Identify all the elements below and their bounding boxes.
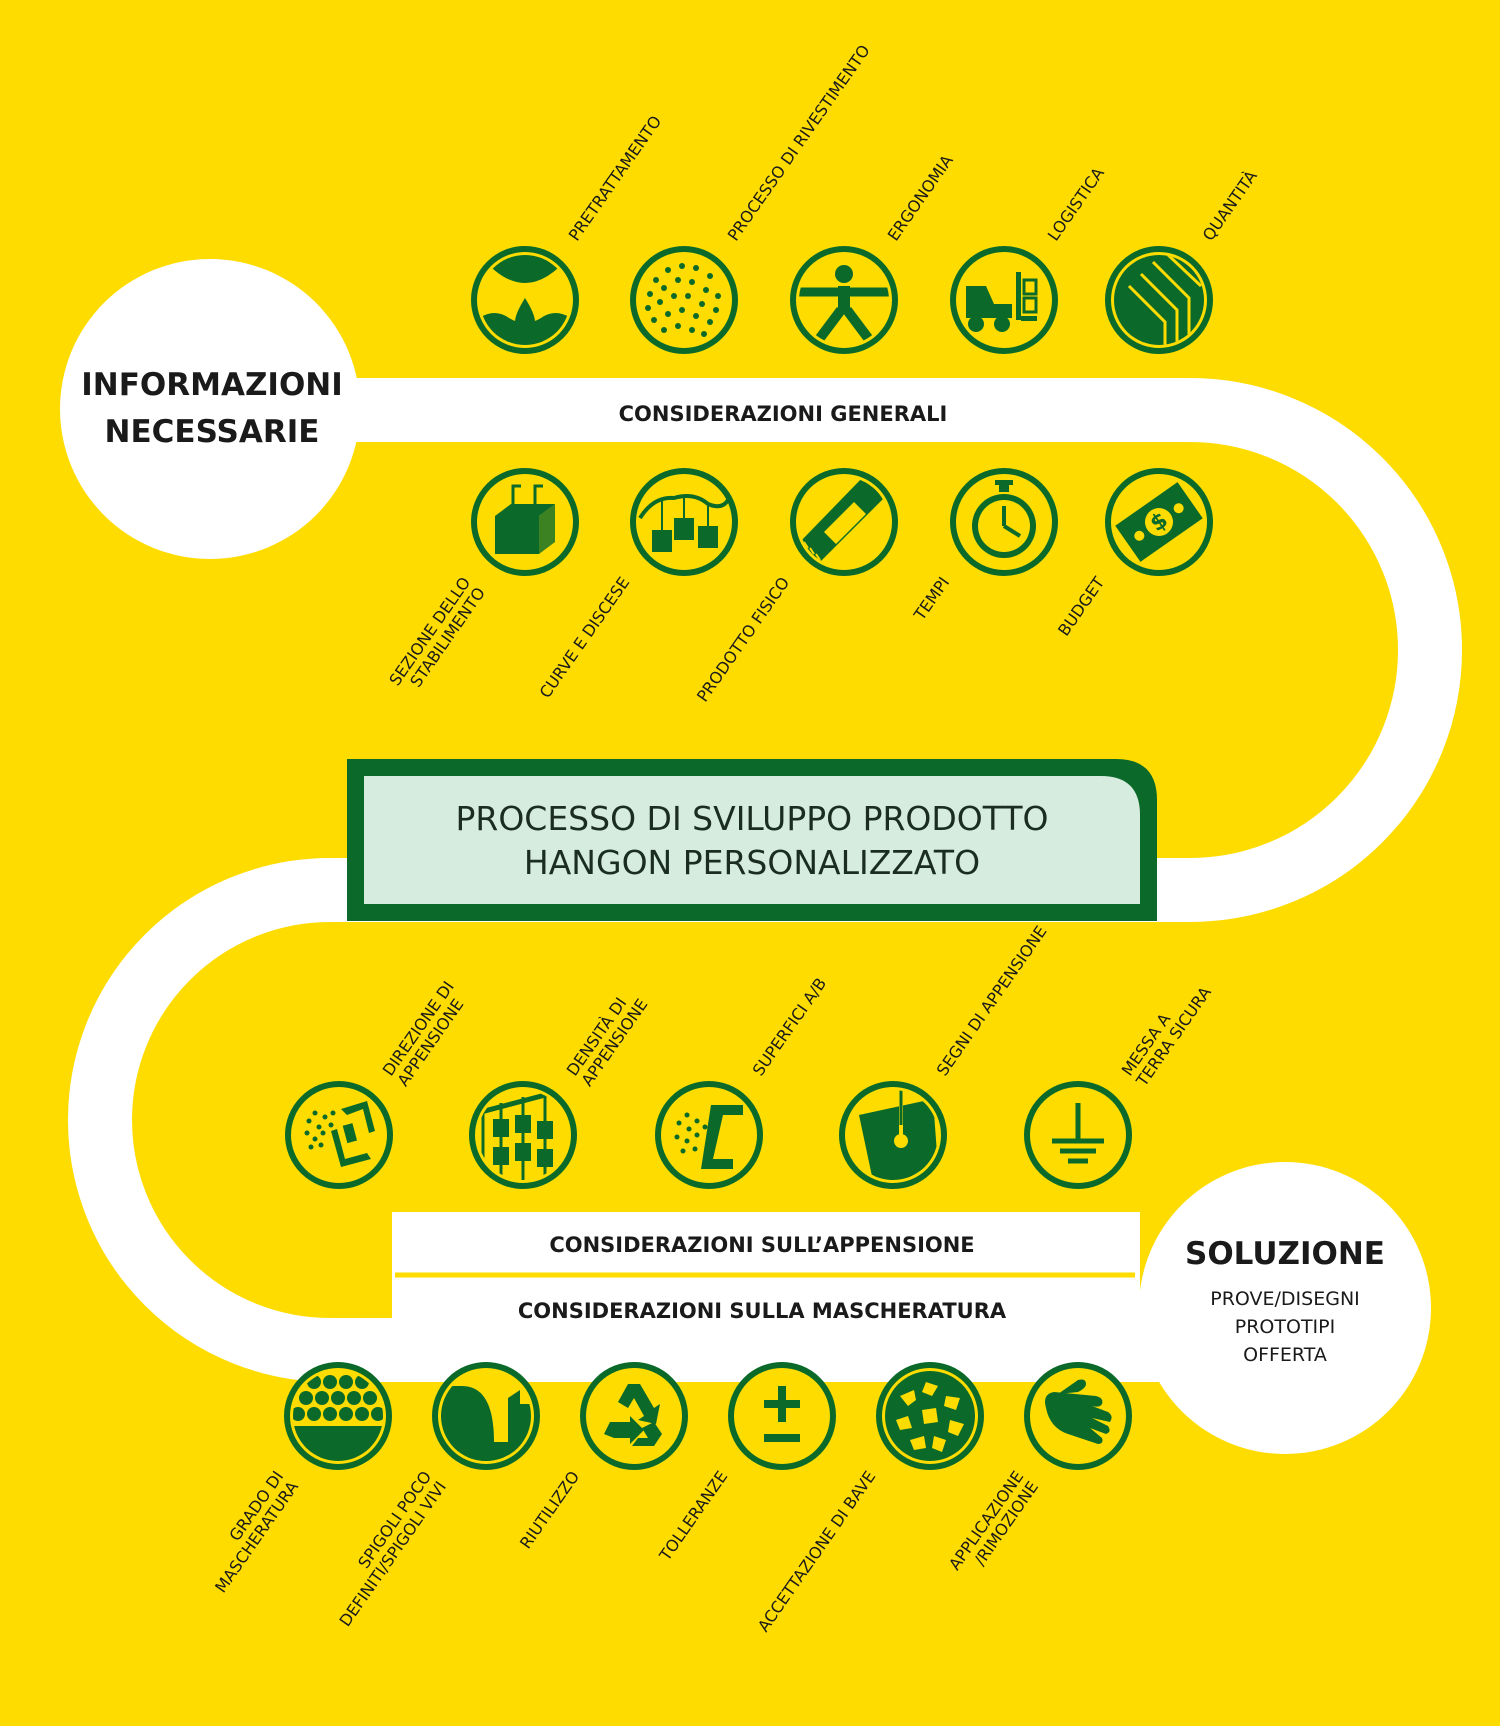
solution-item: PROVE/DISEGNI [1210, 1288, 1360, 1310]
general-bottom-label: BUDGET [1054, 573, 1108, 639]
ergonomic-person-icon [790, 246, 898, 354]
masking-degree-icon [284, 1362, 392, 1470]
solution-bubble: SOLUZIONE PROVE/DISEGNI PROTOTIPI OFFERT… [1139, 1162, 1431, 1454]
physical-product-icon [790, 468, 898, 576]
forklift-icon [950, 246, 1058, 354]
band-masking-label: CONSIDERAZIONI SULLA MASCHERATURA [518, 1299, 1007, 1323]
general-top-label: LOGISTICA [1044, 164, 1108, 244]
masking-label: GRADO DIMASCHERATURA [196, 1467, 302, 1596]
start-title-line2: NECESSARIE [105, 414, 320, 450]
hanging-density-icon [469, 1081, 577, 1189]
stopwatch-icon [950, 468, 1058, 576]
solution-title: SOLUZIONE [1185, 1236, 1385, 1272]
tank-section-icon [471, 468, 579, 576]
hand-icon [1024, 1362, 1132, 1470]
hanging-label: MESSA ATERRA SICURA [1117, 973, 1215, 1091]
masking-label: ACCETTAZIONE DI BAVE [754, 1467, 879, 1635]
center-title-line1: PROCESSO DI SVILUPPO PRODOTTO [455, 799, 1048, 838]
general-bottom-label: TEMPI [910, 573, 954, 624]
road-path [68, 378, 1462, 1382]
band-general-label: CONSIDERAZIONI GENERALI [619, 402, 948, 426]
general-bottom-label: PRODOTTO FISICO [693, 573, 793, 705]
flash-burr-icon [876, 1362, 984, 1470]
hanging-direction-icon [285, 1081, 393, 1189]
center-title-line2: HANGON PERSONALIZZATO [524, 843, 980, 882]
solution-item: PROTOTIPI [1235, 1316, 1335, 1338]
general-bottom-label: CURVE E DISCESE [536, 573, 634, 701]
general-bottom-label: SEZIONE DELLOSTABILIMENTO [385, 573, 489, 699]
stacked-sheets-icon [1105, 246, 1213, 354]
general-top-label: PRETRATTAMENTO [565, 112, 665, 244]
band-hanging-label: CONSIDERAZIONI SULL’APPENSIONE [549, 1233, 974, 1257]
edges-icon [432, 1362, 540, 1470]
masking-label: TOLLERANZE [655, 1467, 731, 1565]
banknote-icon: $ [1105, 468, 1213, 576]
masking-label: SPIGOLI POCODEFINITI/SPIGOLI VIVI [321, 1467, 450, 1630]
solution-item: OFFERTA [1243, 1344, 1327, 1366]
general-top-label: QUANTITÀ [1199, 167, 1261, 244]
general-top-label: ERGONOMIA [884, 151, 957, 244]
hanging-label: SUPERFICI A/B [749, 974, 830, 1079]
conveyor-curves-icon [630, 468, 738, 576]
recycle-icon [580, 1362, 688, 1470]
hanging-label: DIREZIONE DIAPPENSIONE [379, 978, 473, 1090]
general-top-label: PROCESSO DI RIVESTIMENTO [724, 41, 874, 244]
hanging-label: DENSITÀ DIAPPENSIONE [563, 985, 652, 1090]
coating-dots-icon [630, 246, 738, 354]
hanging-label: SEGNI DI APPENSIONE [933, 922, 1051, 1079]
plus-minus-icon [728, 1362, 836, 1470]
masking-label: RIUTILIZZO [516, 1467, 583, 1552]
ground-symbol-icon [1024, 1081, 1132, 1189]
hanging-marks-icon [839, 1081, 947, 1189]
center-title-box: PROCESSO DI SVILUPPO PRODOTTO HANGON PER… [347, 759, 1157, 921]
surfaces-ab-icon [655, 1081, 763, 1189]
pretreatment-drop-icon [471, 246, 579, 354]
start-bubble: INFORMAZIONI NECESSARIE [60, 259, 360, 559]
start-title-line1: INFORMAZIONI [81, 367, 343, 403]
masking-label: APPLICAZIONE/RIMOZIONE [945, 1467, 1042, 1584]
